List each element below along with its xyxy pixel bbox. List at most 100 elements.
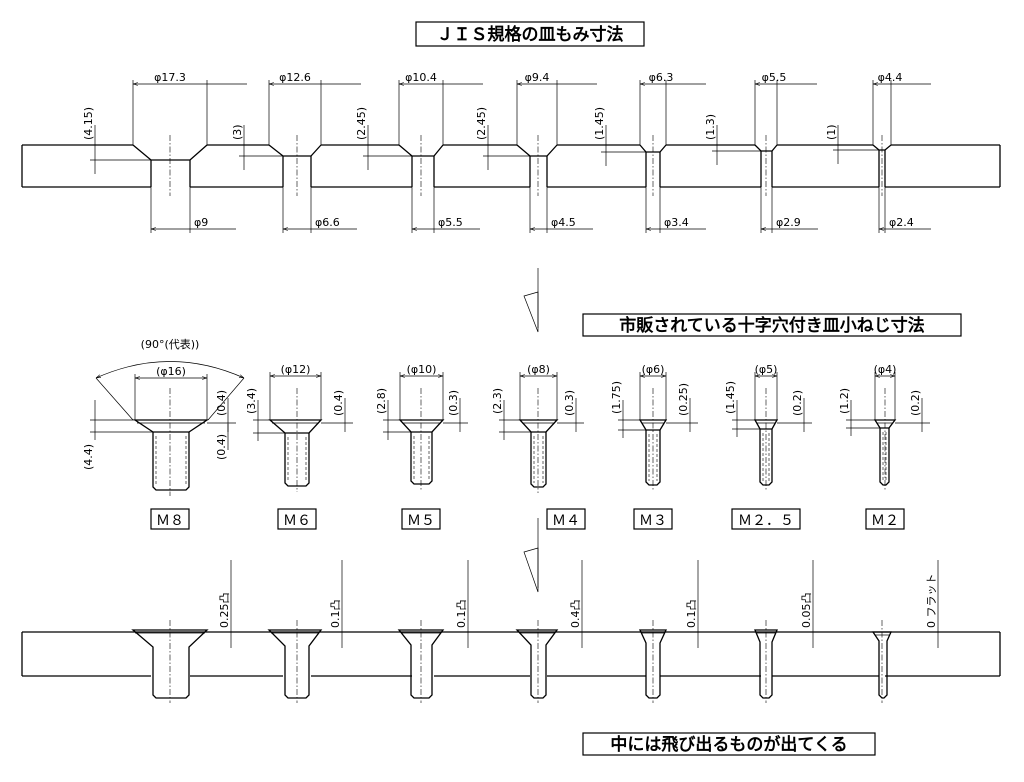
screw-head-height: (1.75) (610, 381, 623, 414)
hole-bottom-diameter: φ6.6 (315, 216, 340, 229)
assembled-screw (638, 629, 668, 699)
hole-m6: φ12.6φ6.6(3) (231, 71, 361, 233)
commercial-title: 市販されている十字穴付き皿小ねじ寸法 (619, 315, 925, 336)
result-title-frame (582, 732, 876, 756)
hole-cone (398, 144, 444, 157)
hole-cone (268, 144, 322, 157)
screw-head-diameter: (φ5) (755, 363, 778, 376)
assembled-m6: 0.1凸 (267, 560, 343, 703)
screw-label-frame (633, 508, 673, 530)
hole-cone (516, 144, 558, 157)
jis-title: ＪＩＳ規格の皿もみ寸法 (437, 24, 624, 45)
screw-label: Ｍ３ (639, 513, 667, 529)
screw-edge-thickness: (0.2) (791, 390, 804, 416)
screw-shank (530, 432, 547, 488)
screw-head-diameter: (φ6) (642, 363, 665, 376)
screw-edge-thickness: (0.4) (215, 390, 228, 416)
hole-top-diameter: φ10.4 (405, 71, 437, 84)
screw-label: Ｍ２ (871, 513, 899, 529)
screw-head-height: (1.2) (838, 388, 851, 414)
screw-edge-thickness: (0.3) (447, 390, 460, 416)
screw-shank (879, 428, 890, 486)
hole-top-diameter: φ17.3 (154, 71, 186, 84)
assembled-screw (515, 629, 559, 699)
hole-bottom-diameter: φ4.5 (551, 216, 576, 229)
hole-top-diameter: φ5.5 (762, 71, 787, 84)
screw-edge-thickness: (0.3) (563, 390, 576, 416)
screw-head-diameter: (φ16) (156, 365, 186, 378)
assembled-screws: 0.25凸 0.1凸 0.1凸 0.4凸 0.1凸 0.05凸 0 フラット (131, 560, 939, 703)
screw-label-frame (150, 508, 190, 530)
hole-m5: φ10.4φ5.5(2.45) (355, 71, 483, 233)
hole-depth: (2.45) (355, 107, 368, 140)
hole-bottom-diameter: φ3.4 (664, 216, 689, 229)
hole-m4: φ9.4φ4.5(2.45) (475, 71, 597, 233)
screw-shank (410, 432, 433, 485)
protrusion-value: 0.05凸 (800, 593, 813, 629)
hole-bottom-diameter: φ2.4 (889, 216, 914, 229)
hole-depth: (4.15) (82, 107, 95, 140)
angle-note: (90°(代表)) (141, 337, 200, 351)
hole-top-diameter: φ4.4 (878, 71, 903, 84)
hole-depth: (1.45) (593, 107, 606, 140)
screw-label-frame (731, 508, 801, 530)
assembled-m5: 0.1凸 (397, 560, 469, 703)
hole-top-diameter: φ12.6 (279, 71, 311, 84)
screw-head (268, 419, 323, 434)
screw-edge-thickness-2: (0.4) (215, 434, 228, 460)
hole-bottom-diameter: φ9 (194, 216, 208, 229)
screw-head-height: (2.3) (491, 388, 504, 414)
screw-m6: (φ12)(3.4)(0.4)Ｍ６ (245, 363, 353, 530)
screw-edge-thickness: (0.25) (677, 383, 690, 416)
flow-arrow-1 (523, 268, 539, 333)
assembled-m8: 0.25凸 (131, 560, 232, 703)
hole-m2: φ4.4 φ2.4 (1) (825, 71, 931, 233)
screw-m5: (φ10)(2.8)(0.3)Ｍ５ (375, 363, 468, 530)
hole-cone (132, 144, 208, 161)
screw-head (398, 419, 445, 433)
screw-edge-thickness: (0.2) (909, 390, 922, 416)
jis-title-frame (415, 21, 645, 47)
assembled-m2: 0 フラット (871, 560, 939, 703)
hole-m8: φ17.3 φ9 (4.15) (82, 71, 247, 233)
protrusion-value: 0.1凸 (685, 600, 698, 629)
assembled-m3: 0.1凸 (638, 560, 699, 703)
hole-depth: (1) (825, 124, 838, 140)
screw-shank (152, 432, 190, 491)
assembled-m4: 0.4凸 (515, 560, 583, 703)
flow-arrow-2 (523, 518, 539, 593)
assembled-screw (131, 629, 209, 699)
screw-head-diameter: (φ12) (281, 363, 311, 376)
screw-label: Ｍ２．５ (738, 513, 794, 529)
screw-head-diameter: (φ4) (874, 363, 897, 376)
screw-m4: (φ8) (2.3) (0.3) Ｍ４ (491, 363, 586, 530)
hole-depth: (2.45) (475, 107, 488, 140)
screw-head-height: (1.45) (724, 381, 737, 414)
screw-label: Ｍ８ (156, 513, 184, 529)
assembled-m2-5: 0.05凸 (754, 560, 814, 703)
protrusion-value: 0.4凸 (569, 600, 582, 629)
assembled-plate (21, 631, 1001, 677)
commercial-title-frame (582, 313, 962, 337)
screw-head-height: (2.8) (375, 388, 388, 414)
screw-head (132, 419, 210, 433)
screw-m2: (φ4) (1.2) (0.2) Ｍ２ (838, 363, 930, 530)
assembled-screw (754, 629, 778, 699)
protrusion-value: 0.1凸 (455, 600, 468, 629)
screw-head-diameter: (φ8) (527, 363, 550, 376)
screw-label-frame (401, 508, 441, 530)
protrusion-value: 0.25凸 (218, 593, 231, 629)
hole-cone (754, 144, 778, 152)
screw-label: Ｍ４ (552, 513, 580, 529)
jis-plate (21, 144, 1001, 188)
screw-head (518, 419, 559, 433)
screw-label-frame (865, 508, 905, 530)
screws: (φ16)(4.4)(0.4)(0.4)Ｍ８(φ12)(3.4)(0.4)Ｍ６(… (82, 363, 930, 530)
screw-head-height: (3.4) (245, 388, 258, 414)
protrusion-value: 0.1凸 (329, 600, 342, 629)
hole-depth: (1.3) (704, 114, 717, 140)
screw-m2-5: (φ5) (1.45) (0.2) Ｍ２．５ (724, 363, 812, 530)
screw-head-height: (4.4) (82, 444, 95, 470)
hole-bottom-diameter: φ2.9 (776, 216, 801, 229)
